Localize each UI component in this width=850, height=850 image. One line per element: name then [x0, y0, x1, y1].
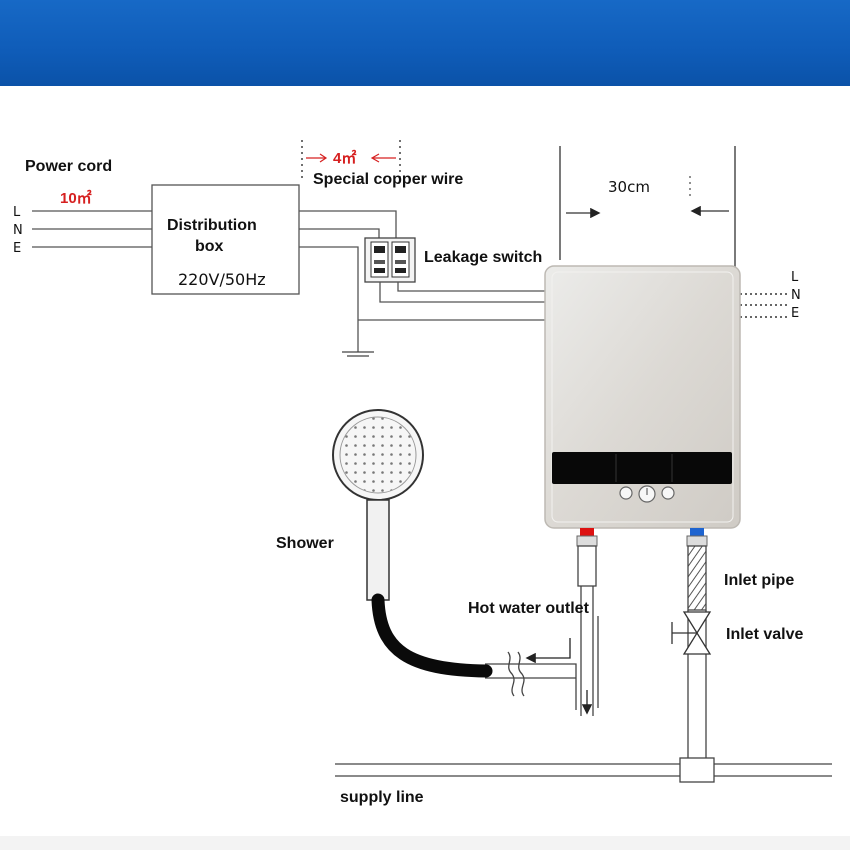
shower-hose [371, 593, 493, 678]
distribution-box [151, 184, 300, 295]
cold-water-fitting [686, 528, 708, 611]
inlet-valve-label: Inlet valve [726, 626, 803, 643]
inlet-pipe-label: Inlet pipe [724, 572, 794, 589]
distribution-box-label-2: box [195, 238, 224, 255]
hot-water-fitting [576, 528, 598, 587]
supply-line-label: supply line [340, 789, 424, 806]
heater-supply-wires [358, 282, 556, 321]
leakage-switch-label: Leakage switch [424, 249, 542, 266]
pipe-break-symbol [507, 651, 525, 697]
voltage-label: 220V/50Hz [178, 270, 266, 289]
clearance-distance-label: 30cm [608, 178, 650, 196]
shower-head [332, 409, 424, 601]
power-cord-label: Power cord [25, 158, 112, 175]
terminal-left-e: E [13, 241, 21, 256]
power-cord-lines [32, 210, 152, 248]
inlet-pipe [687, 610, 707, 764]
header-banner [0, 0, 850, 86]
heater-display-panel [552, 452, 732, 484]
heater-terminal-lines [740, 293, 790, 318]
hot-water-outlet-pipe [485, 586, 599, 716]
footer-band [0, 836, 850, 850]
shower-label: Shower [276, 535, 334, 552]
power-cord-size-label: 10㎡ [60, 189, 92, 207]
hot-water-outlet-label: Hot water outlet [468, 600, 590, 617]
ground-symbol [342, 351, 374, 357]
supply-line-pipe [335, 763, 832, 777]
copper-wire-size-label: 4㎡ [333, 149, 356, 167]
supply-tee-joint [679, 757, 715, 783]
terminal-right-n: N [791, 288, 801, 303]
terminal-right-e: E [791, 306, 799, 321]
inlet-valve [671, 611, 712, 655]
clearance-guides [559, 146, 736, 270]
copper-wire-arrows [306, 153, 396, 163]
special-copper-wire-label: Special copper wire [313, 171, 463, 188]
leakage-switch [364, 237, 416, 283]
copper-wire-guides [301, 140, 401, 180]
terminal-left-n: N [13, 223, 23, 238]
outlet-flow-arrow [525, 638, 571, 664]
distribution-box-label-1: Distribution [167, 217, 257, 234]
terminal-left-l: L [13, 205, 21, 220]
terminal-right-l: L [791, 270, 799, 285]
